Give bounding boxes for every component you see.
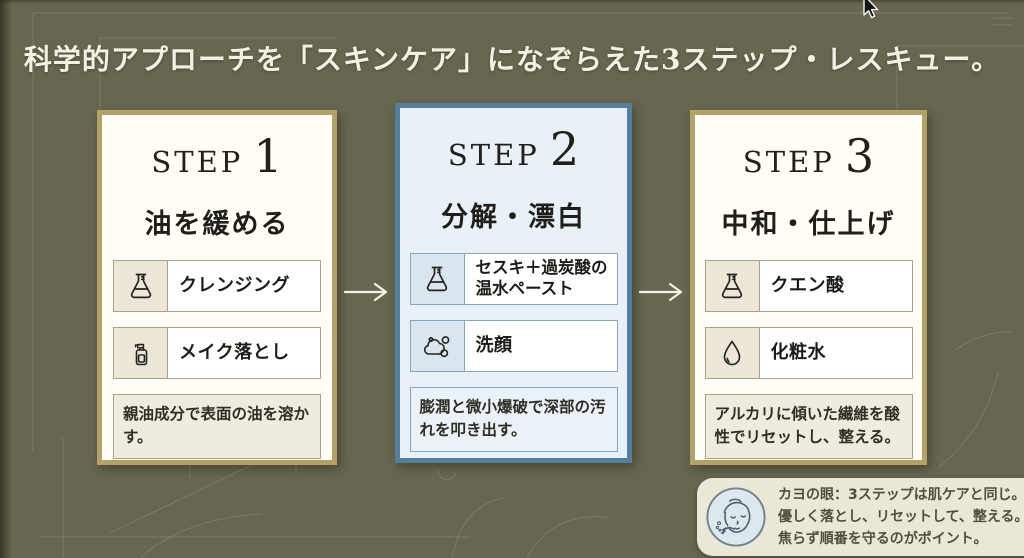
step-3-note: アルカリに傾いた繊維を酸性でリセットし、整える。 bbox=[704, 394, 913, 459]
item-label: 洗顔 bbox=[475, 334, 513, 356]
kayo-tip-callout: カヨの眼：3ステップは肌ケアと同じ。 優しく落とし、リセットして、整える。 焦ら… bbox=[697, 478, 1024, 556]
step-2-item-row: セスキ＋過炭酸の温水ペースト bbox=[409, 253, 618, 305]
step-3-item-row: クエン酸 bbox=[704, 260, 913, 312]
step-2-item-row: 洗顔 bbox=[409, 320, 618, 372]
step-number: 3 bbox=[844, 129, 875, 183]
step-1-card: STEP 1 油を緩める クレンジング bbox=[97, 110, 337, 465]
tip-line-1: カヨの眼：3ステップは肌ケアと同じ。 bbox=[778, 486, 1024, 503]
item-label: メイク落とし bbox=[179, 341, 290, 363]
item-label: クレンジング bbox=[179, 274, 290, 296]
item-label: セスキ＋過炭酸の温水ペースト bbox=[475, 258, 608, 298]
step-3-items: クエン酸 化粧水 bbox=[704, 260, 913, 379]
step-1-item-row: クレンジング bbox=[113, 260, 321, 312]
step-1-title: STEP 1 bbox=[151, 133, 282, 179]
step-label: STEP bbox=[742, 145, 835, 179]
tip-line-2: 優しく落とし、リセットして、整える。 bbox=[778, 508, 1024, 525]
flask-icon bbox=[114, 261, 168, 311]
pump-bottle-icon bbox=[114, 328, 168, 378]
page-title: 科学的アプローチを「スキンケア」になぞらえた3ステップ・レスキュー。 bbox=[23, 43, 1001, 76]
top-edge-shade bbox=[0, 0, 1024, 4]
foam-icon bbox=[410, 321, 465, 371]
step-1-note: 親油成分で表面の油を溶かす。 bbox=[113, 394, 321, 459]
flask-icon bbox=[705, 261, 760, 311]
item-label: クエン酸 bbox=[770, 274, 845, 296]
mouse-cursor-icon bbox=[863, 0, 879, 19]
step-2-items: セスキ＋過炭酸の温水ペースト 洗顔 bbox=[409, 253, 618, 372]
step-3-item-row: 化粧水 bbox=[704, 327, 913, 379]
face-skincare-icon bbox=[706, 487, 766, 547]
step-2-title: STEP 2 bbox=[448, 126, 579, 172]
flask-icon bbox=[410, 254, 465, 304]
step-3-title: STEP 3 bbox=[743, 133, 874, 179]
item-label: 化粧水 bbox=[770, 341, 826, 363]
step-1-items: クレンジング メイク落とし bbox=[113, 260, 321, 379]
step-number: 1 bbox=[253, 129, 283, 183]
step-1-item-row: メイク落とし bbox=[113, 327, 321, 379]
step-number: 2 bbox=[549, 122, 580, 176]
right-arrow-icon bbox=[343, 282, 388, 302]
step-2-heading: 分解・漂白 bbox=[441, 202, 586, 233]
step-3-card: STEP 3 中和・仕上げ クエン酸 bbox=[690, 110, 927, 465]
right-arrow-icon bbox=[638, 282, 683, 302]
step-label: STEP bbox=[151, 145, 244, 179]
left-edge-shade bbox=[0, 0, 12, 558]
kayo-tip-text: カヨの眼：3ステップは肌ケアと同じ。 優しく落とし、リセットして、整える。 焦ら… bbox=[778, 484, 1024, 550]
droplet-icon bbox=[705, 328, 760, 378]
step-label: STEP bbox=[447, 138, 540, 172]
step-3-heading: 中和・仕上げ bbox=[721, 209, 896, 240]
step-2-note: 膨潤と微小爆破で深部の汚れを叩き出す。 bbox=[409, 387, 618, 452]
tip-line-3: 焦らず順番を守るのがポイント。 bbox=[778, 531, 988, 548]
step-1-heading: 油を緩める bbox=[144, 209, 290, 240]
step-2-card: STEP 2 分解・漂白 セスキ＋過炭酸の温水ペースト bbox=[395, 103, 632, 463]
